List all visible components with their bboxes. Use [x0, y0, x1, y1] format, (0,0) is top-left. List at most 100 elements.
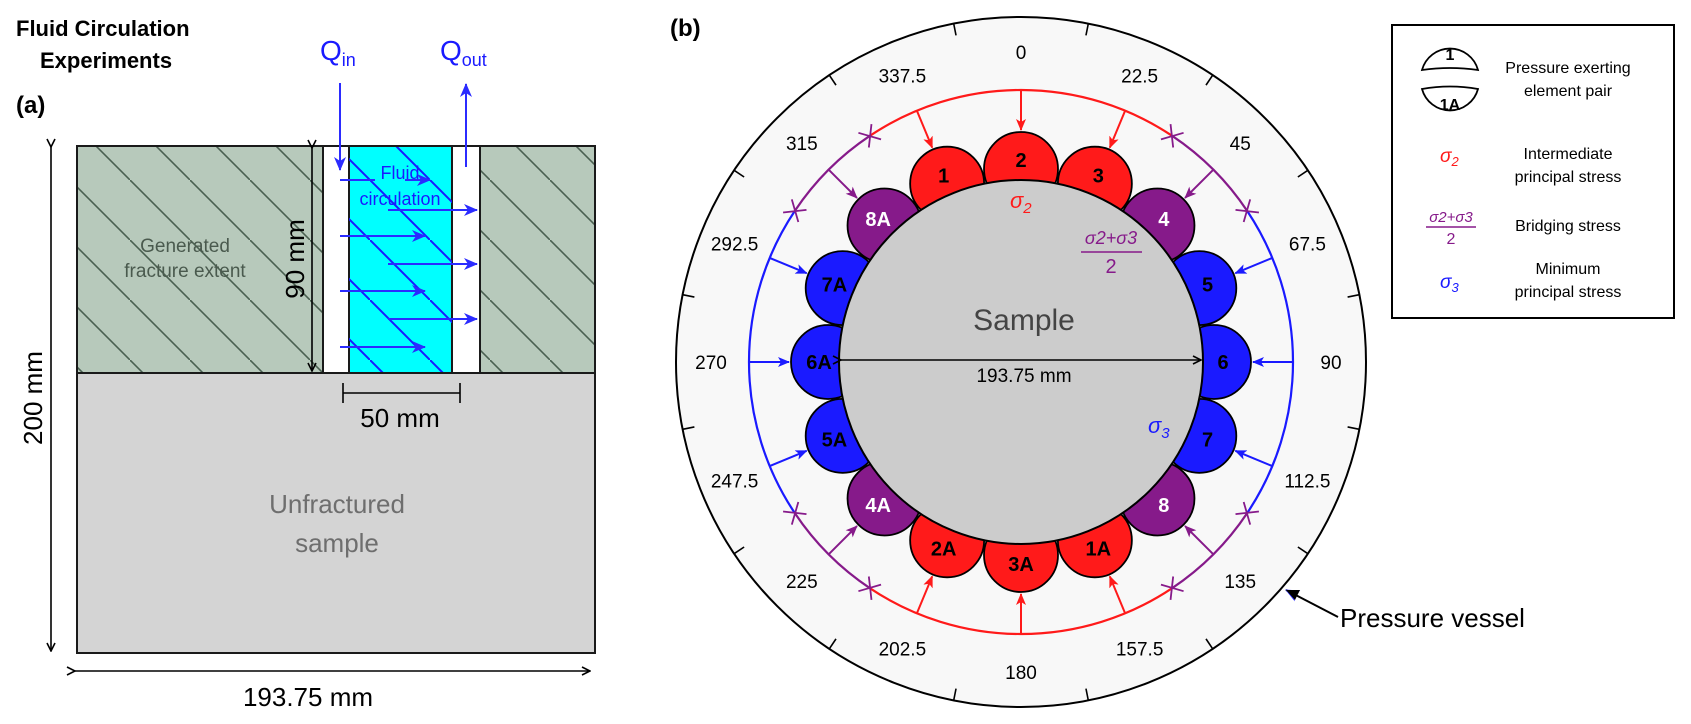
panel-a-title-line1: Fluid Circulation: [16, 16, 190, 41]
angle-label: 67.5: [1289, 234, 1326, 255]
pressure-element-label: 3A: [1008, 554, 1034, 576]
vessel-tick: [1297, 546, 1309, 555]
sample-diameter-label: 193.75 mm: [976, 366, 1071, 387]
legend-sigma2-symbol: σ2: [1440, 146, 1459, 169]
unfractured-label-line2: sample: [295, 528, 379, 558]
angle-label: 202.5: [879, 639, 927, 660]
fracture-outline: [76, 145, 596, 374]
stress-arrow: [769, 256, 808, 275]
fracture-label-line1: Generated: [140, 236, 230, 257]
angle-label: 90: [1320, 353, 1341, 374]
pressure-element-label: 3: [1093, 165, 1104, 187]
stress-arrow: [1234, 256, 1273, 275]
pressure-element-label: 4A: [865, 495, 891, 517]
panel-b-label: (b): [670, 15, 701, 42]
sigma2-arc-bottom: [869, 587, 1173, 636]
stress-arrow: [1184, 525, 1215, 556]
vessel-pointer-head: [1286, 590, 1300, 600]
legend-pair-desc-line2: element pair: [1524, 83, 1613, 100]
angle-label: 22.5: [1121, 67, 1158, 88]
panel-a-label: (a): [16, 92, 45, 119]
dimension-90mm-label: 90 mm: [280, 219, 310, 298]
bridging-denominator: 2: [1105, 256, 1116, 278]
vessel-tick: [733, 169, 745, 178]
stress-arrow: [915, 575, 934, 614]
vessel-tick: [1347, 426, 1360, 431]
vessel-tick: [1297, 169, 1309, 178]
arc-boundary-mark: [1235, 510, 1260, 516]
stress-arrow: [1234, 449, 1273, 468]
stress-arrow: [1108, 110, 1127, 149]
angle-label: 315: [786, 134, 818, 155]
q-in-sub: in: [342, 50, 356, 70]
legend-element-top-shape: [1420, 47, 1480, 72]
legend-box: [1391, 24, 1675, 319]
vessel-tick: [828, 638, 837, 650]
angle-label: 135: [1224, 572, 1256, 593]
arc-boundary-mark: [1169, 123, 1175, 148]
unfractured-label-line1: Unfractured: [269, 489, 405, 519]
legend-element-pair-icon: 1 1A: [1420, 47, 1480, 114]
fluid-hatch: [349, 146, 452, 373]
flow-arrows: [334, 83, 478, 353]
pressure-element-label: 1A: [1086, 539, 1112, 561]
stress-arrow: [827, 525, 858, 556]
bridging-annotation: σ2+σ3 2: [1081, 228, 1142, 278]
angle-label: 337.5: [879, 67, 927, 88]
pressure-element-label: 2: [1015, 150, 1026, 172]
vessel-tick: [682, 426, 695, 431]
sigma2-arc-top: [869, 88, 1173, 137]
vessel-tick: [952, 688, 957, 701]
legend-sigma3-desc-line1: Minimum: [1536, 261, 1601, 278]
vessel-label: Pressure vessel: [1340, 603, 1525, 633]
angle-label: 270: [695, 353, 727, 374]
unfractured-sample-block: [76, 372, 596, 654]
dimension-50mm-label: 50 mm: [360, 403, 439, 433]
pressure-element-label: 4: [1158, 209, 1170, 231]
angle-label: 45: [1230, 134, 1251, 155]
pressure-element-label: 5A: [822, 429, 848, 451]
arc-boundary-mark: [858, 131, 882, 141]
legend-sigma3-sub: 3: [1451, 280, 1459, 295]
legend-sigma2-desc-line2: principal stress: [1515, 169, 1622, 186]
dimension-width-label: 193.75 mm: [243, 682, 373, 712]
pressure-element-label: 6: [1217, 352, 1228, 374]
arc-boundary-mark: [790, 501, 800, 525]
fracture-hatch-left: [77, 146, 323, 373]
angle-label: 157.5: [1116, 639, 1164, 660]
vessel-tick: [1085, 688, 1090, 701]
vessel-tick: [1085, 23, 1090, 36]
stress-arrow: [915, 110, 934, 149]
bridging-arc: [1171, 134, 1249, 212]
angle-labels: 022.54567.590112.5135157.5180202.5225247…: [695, 43, 1341, 684]
arc-boundary-mark: [1160, 583, 1184, 593]
pressure-element-label: 2A: [931, 539, 957, 561]
q-out-label: Qout: [440, 35, 487, 70]
production-well: [451, 145, 481, 374]
pressure-element-label: 5: [1202, 275, 1213, 297]
stress-arrow: [827, 168, 858, 199]
q-in-label: Qin: [320, 35, 356, 70]
panel-a-title-line2: Experiments: [40, 48, 172, 73]
legend-pair-desc-line1: Pressure exerting: [1505, 60, 1630, 77]
bridging-arc: [793, 134, 871, 212]
vessel-tick: [1205, 638, 1214, 650]
bridging-arc: [1171, 512, 1249, 590]
pressure-element-label: 1: [938, 165, 949, 187]
q-out-sub: out: [462, 50, 487, 70]
fluid-label-line1: Fluid: [380, 163, 419, 183]
legend: 1 1A Pressure exerting element pair σ2 I…: [1391, 24, 1675, 319]
legend-sigma2-sub: 2: [1450, 154, 1459, 169]
stress-arcs: [747, 88, 1295, 636]
pressure-element-label: 8: [1158, 495, 1169, 517]
arc-boundary-mark: [782, 208, 807, 214]
vessel-tick: [733, 546, 745, 555]
angle-label: 0: [1016, 43, 1027, 64]
panel-a: Fluid Circulation Experiments (a) Genera…: [16, 16, 596, 712]
q-in-main: Q: [320, 35, 342, 66]
stress-arrow: [1184, 168, 1215, 199]
sigma3-symbol: σ: [1148, 413, 1162, 438]
q-out-main: Q: [440, 35, 462, 66]
legend-element-top-label: 1: [1446, 47, 1455, 64]
